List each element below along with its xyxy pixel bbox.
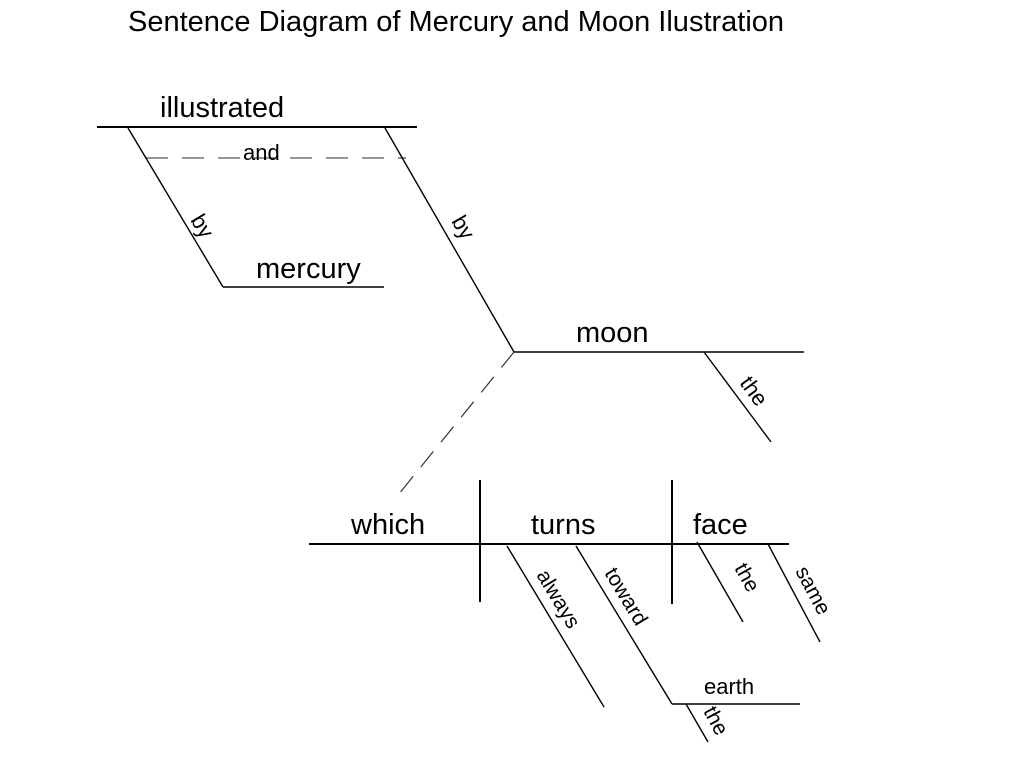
word-mercury: mercury xyxy=(256,253,361,285)
left-prep-slant xyxy=(127,127,224,288)
the-face-slant xyxy=(696,541,744,623)
toward-slant xyxy=(575,545,673,705)
relative-clause: which turns face always toward earth the… xyxy=(309,480,835,743)
the-earth-slant xyxy=(685,703,709,743)
word-the-moon: the xyxy=(735,371,773,410)
word-earth: earth xyxy=(704,674,754,699)
diagram-title: Sentence Diagram of Mercury and Moon Ilu… xyxy=(128,6,784,38)
word-same: same xyxy=(791,563,835,619)
the-moon-slant xyxy=(703,351,772,443)
right-prep-slant xyxy=(384,127,515,353)
word-which: which xyxy=(350,509,425,541)
relative-clause-connector xyxy=(393,351,515,501)
moon-phrase: moon the xyxy=(514,317,804,443)
word-the-face: the xyxy=(730,559,764,596)
always-slant xyxy=(506,545,605,708)
word-by-right: by xyxy=(447,211,480,244)
word-and: and xyxy=(243,140,280,165)
illustrated-clause: illustrated and by mercury by xyxy=(97,92,515,353)
word-moon: moon xyxy=(576,317,649,349)
same-slant xyxy=(767,543,821,643)
word-face: face xyxy=(693,509,748,541)
word-illustrated: illustrated xyxy=(160,92,284,124)
word-turns: turns xyxy=(531,509,595,541)
word-by-left: by xyxy=(186,210,219,243)
